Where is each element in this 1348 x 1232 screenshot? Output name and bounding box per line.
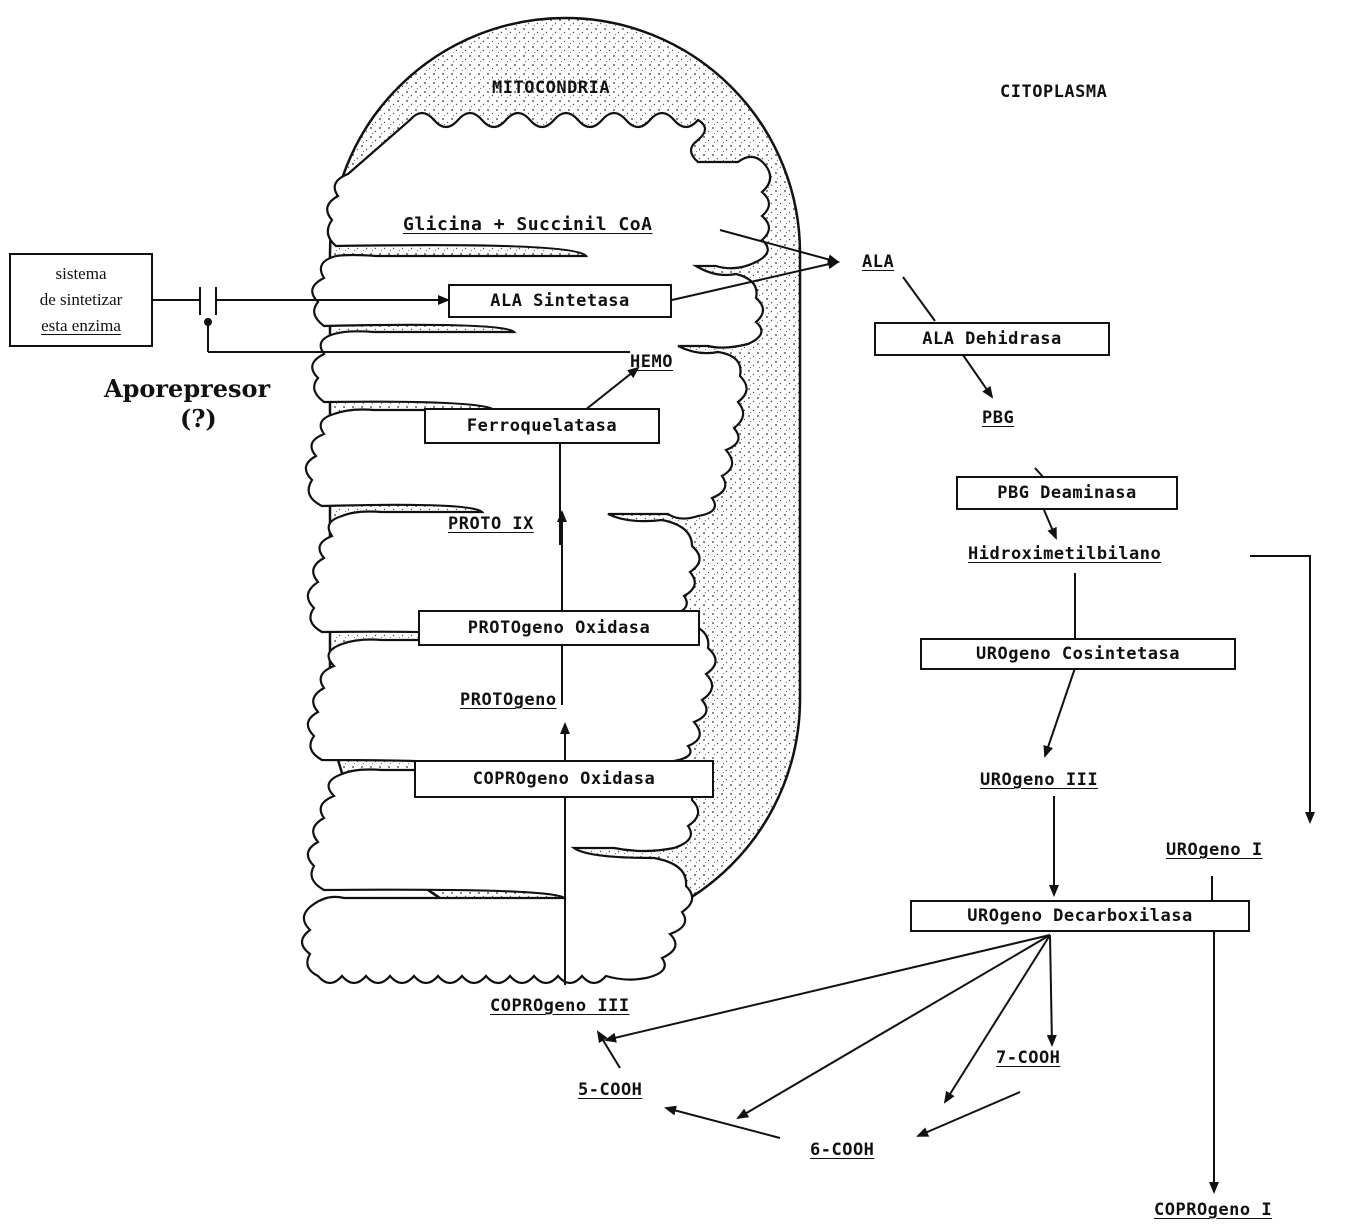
mitochondria-label: MITOCONDRIA bbox=[492, 78, 610, 98]
system-line-1: sistema bbox=[56, 261, 107, 287]
protogen-label: PROTOgeno bbox=[460, 690, 557, 710]
proto-ix-label: PROTO IX bbox=[448, 514, 534, 534]
urogen-iii-label: UROgeno III bbox=[980, 770, 1098, 790]
ferrochelatase-box: Ferroquelatasa bbox=[424, 408, 660, 444]
coprogen-i-label: COPROgeno I bbox=[1154, 1200, 1272, 1220]
ala-dehydratase-box: ALA Dehidrasa bbox=[874, 322, 1110, 356]
aporepresor-question: (?) bbox=[180, 404, 217, 433]
urogen-cosynthase-box: UROgeno Cosintetasa bbox=[920, 638, 1236, 670]
pbg-label: PBG bbox=[982, 408, 1014, 428]
system-line-3: esta enzima bbox=[41, 313, 121, 339]
heme-label: HEMO bbox=[630, 352, 673, 372]
system-line-2: de sintetizar bbox=[40, 287, 123, 313]
cooh7-label: 7-COOH bbox=[996, 1048, 1060, 1068]
urogen-decarboxylase-box: UROgeno Decarboxilasa bbox=[910, 900, 1250, 932]
pbg-deaminase-box: PBG Deaminasa bbox=[956, 476, 1178, 510]
aporepresor-label: Aporepresor bbox=[104, 374, 270, 403]
glycine-succinyl-coa: Glicina + Succinil CoA bbox=[403, 214, 652, 235]
ala-synthase-box: ALA Sintetasa bbox=[448, 284, 672, 318]
cytoplasm-label: CITOPLASMA bbox=[1000, 82, 1107, 102]
mitochondrion bbox=[302, 18, 800, 983]
urogen-i-label: UROgeno I bbox=[1166, 840, 1263, 860]
coprogen-oxidase-box: COPROgeno Oxidasa bbox=[414, 760, 714, 798]
hydroxymethylbilane-label: Hidroximetilbilano bbox=[968, 544, 1161, 564]
cooh6-label: 6-COOH bbox=[810, 1140, 874, 1160]
cooh5-label: 5-COOH bbox=[578, 1080, 642, 1100]
coprogen-iii-label: COPROgeno III bbox=[490, 996, 630, 1016]
protogen-oxidase-box: PROTOgeno Oxidasa bbox=[418, 610, 700, 646]
enzyme-synthesis-system-box: sistema de sintetizar esta enzima bbox=[9, 253, 153, 347]
ala-label: ALA bbox=[862, 252, 894, 272]
